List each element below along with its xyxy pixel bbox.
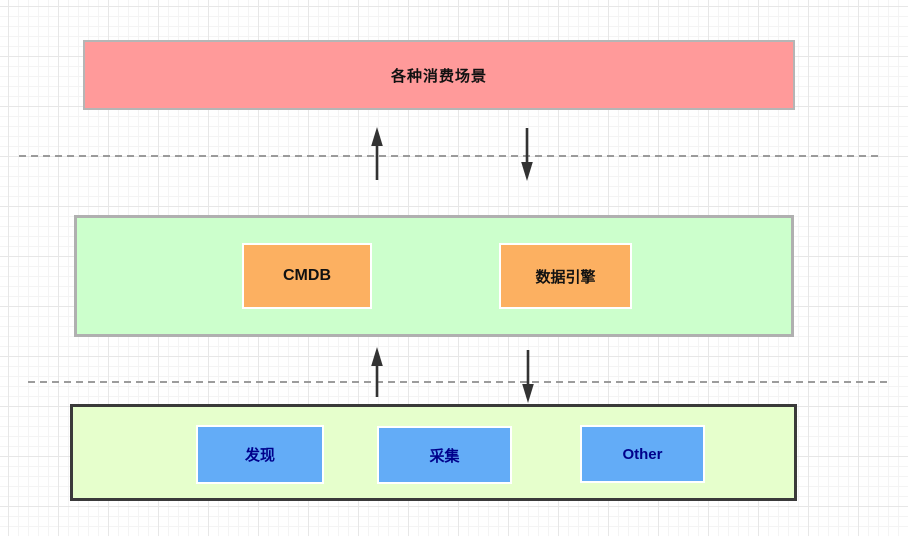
- down-arrow-scenarios-to-platform: [521, 128, 533, 181]
- layer-consumption-scenarios[interactable]: 各种消费场景: [83, 40, 795, 110]
- node-cmdb-label: CMDB: [283, 267, 331, 284]
- node-discovery-label: 发现: [244, 447, 275, 464]
- node-other-label: Other: [622, 445, 663, 463]
- up-arrow-sources-to-platform: [371, 347, 383, 397]
- node-other[interactable]: Other: [580, 425, 705, 483]
- node-data-engine[interactable]: 数据引擎: [499, 243, 632, 309]
- node-discovery[interactable]: 发现: [196, 425, 324, 484]
- down-arrow-platform-to-sources: [522, 350, 534, 403]
- layer-cmdb-platform[interactable]: CMDB 数据引擎: [74, 215, 794, 337]
- layer-data-sources[interactable]: 发现 采集 Other: [70, 404, 797, 501]
- node-collect-label: 采集: [429, 447, 460, 465]
- node-collect[interactable]: 采集: [377, 426, 512, 484]
- node-cmdb[interactable]: CMDB: [242, 243, 372, 309]
- layer-consumption-scenarios-label: 各种消费场景: [390, 67, 487, 85]
- node-data-engine-label: 数据引擎: [535, 268, 596, 286]
- up-arrow-platform-to-scenarios: [371, 127, 383, 180]
